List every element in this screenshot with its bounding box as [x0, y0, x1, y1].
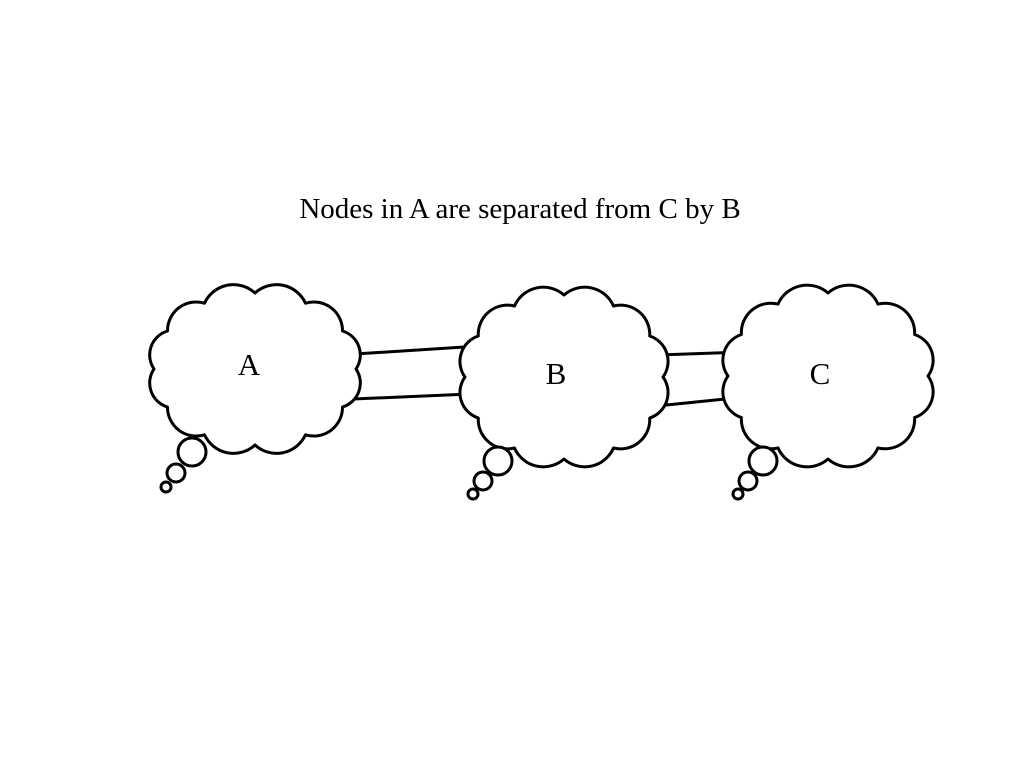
- cloud-a-outline: [148, 283, 362, 455]
- cloud-a-bubble-small: [159, 480, 173, 494]
- cloud-c-bubble-small: [731, 487, 745, 501]
- cloud-b-bubble-large: [482, 445, 514, 477]
- cloud-c-bubble-large: [747, 445, 779, 477]
- cloud-b-bubble-small: [466, 487, 480, 501]
- cloud-a-bubble-medium: [165, 462, 187, 484]
- cloud-a: A: [148, 283, 362, 494]
- cloud-b-bubble-medium: [472, 470, 494, 492]
- cloud-b: B: [458, 285, 670, 501]
- cloud-b-outline: [458, 285, 670, 469]
- edge-a-b-upper: [353, 344, 482, 356]
- cloud-c: C: [721, 283, 935, 501]
- cloud-c-bubble-medium: [737, 470, 759, 492]
- cloud-c-outline: [721, 283, 935, 469]
- cloud-a-bubble-large: [176, 436, 208, 468]
- cloud-b-label: B: [546, 356, 567, 391]
- diagram-caption: Nodes in A are separated from C by B: [299, 193, 740, 225]
- cloud-a-label: A: [238, 347, 261, 382]
- cloud-c-label: C: [810, 356, 831, 391]
